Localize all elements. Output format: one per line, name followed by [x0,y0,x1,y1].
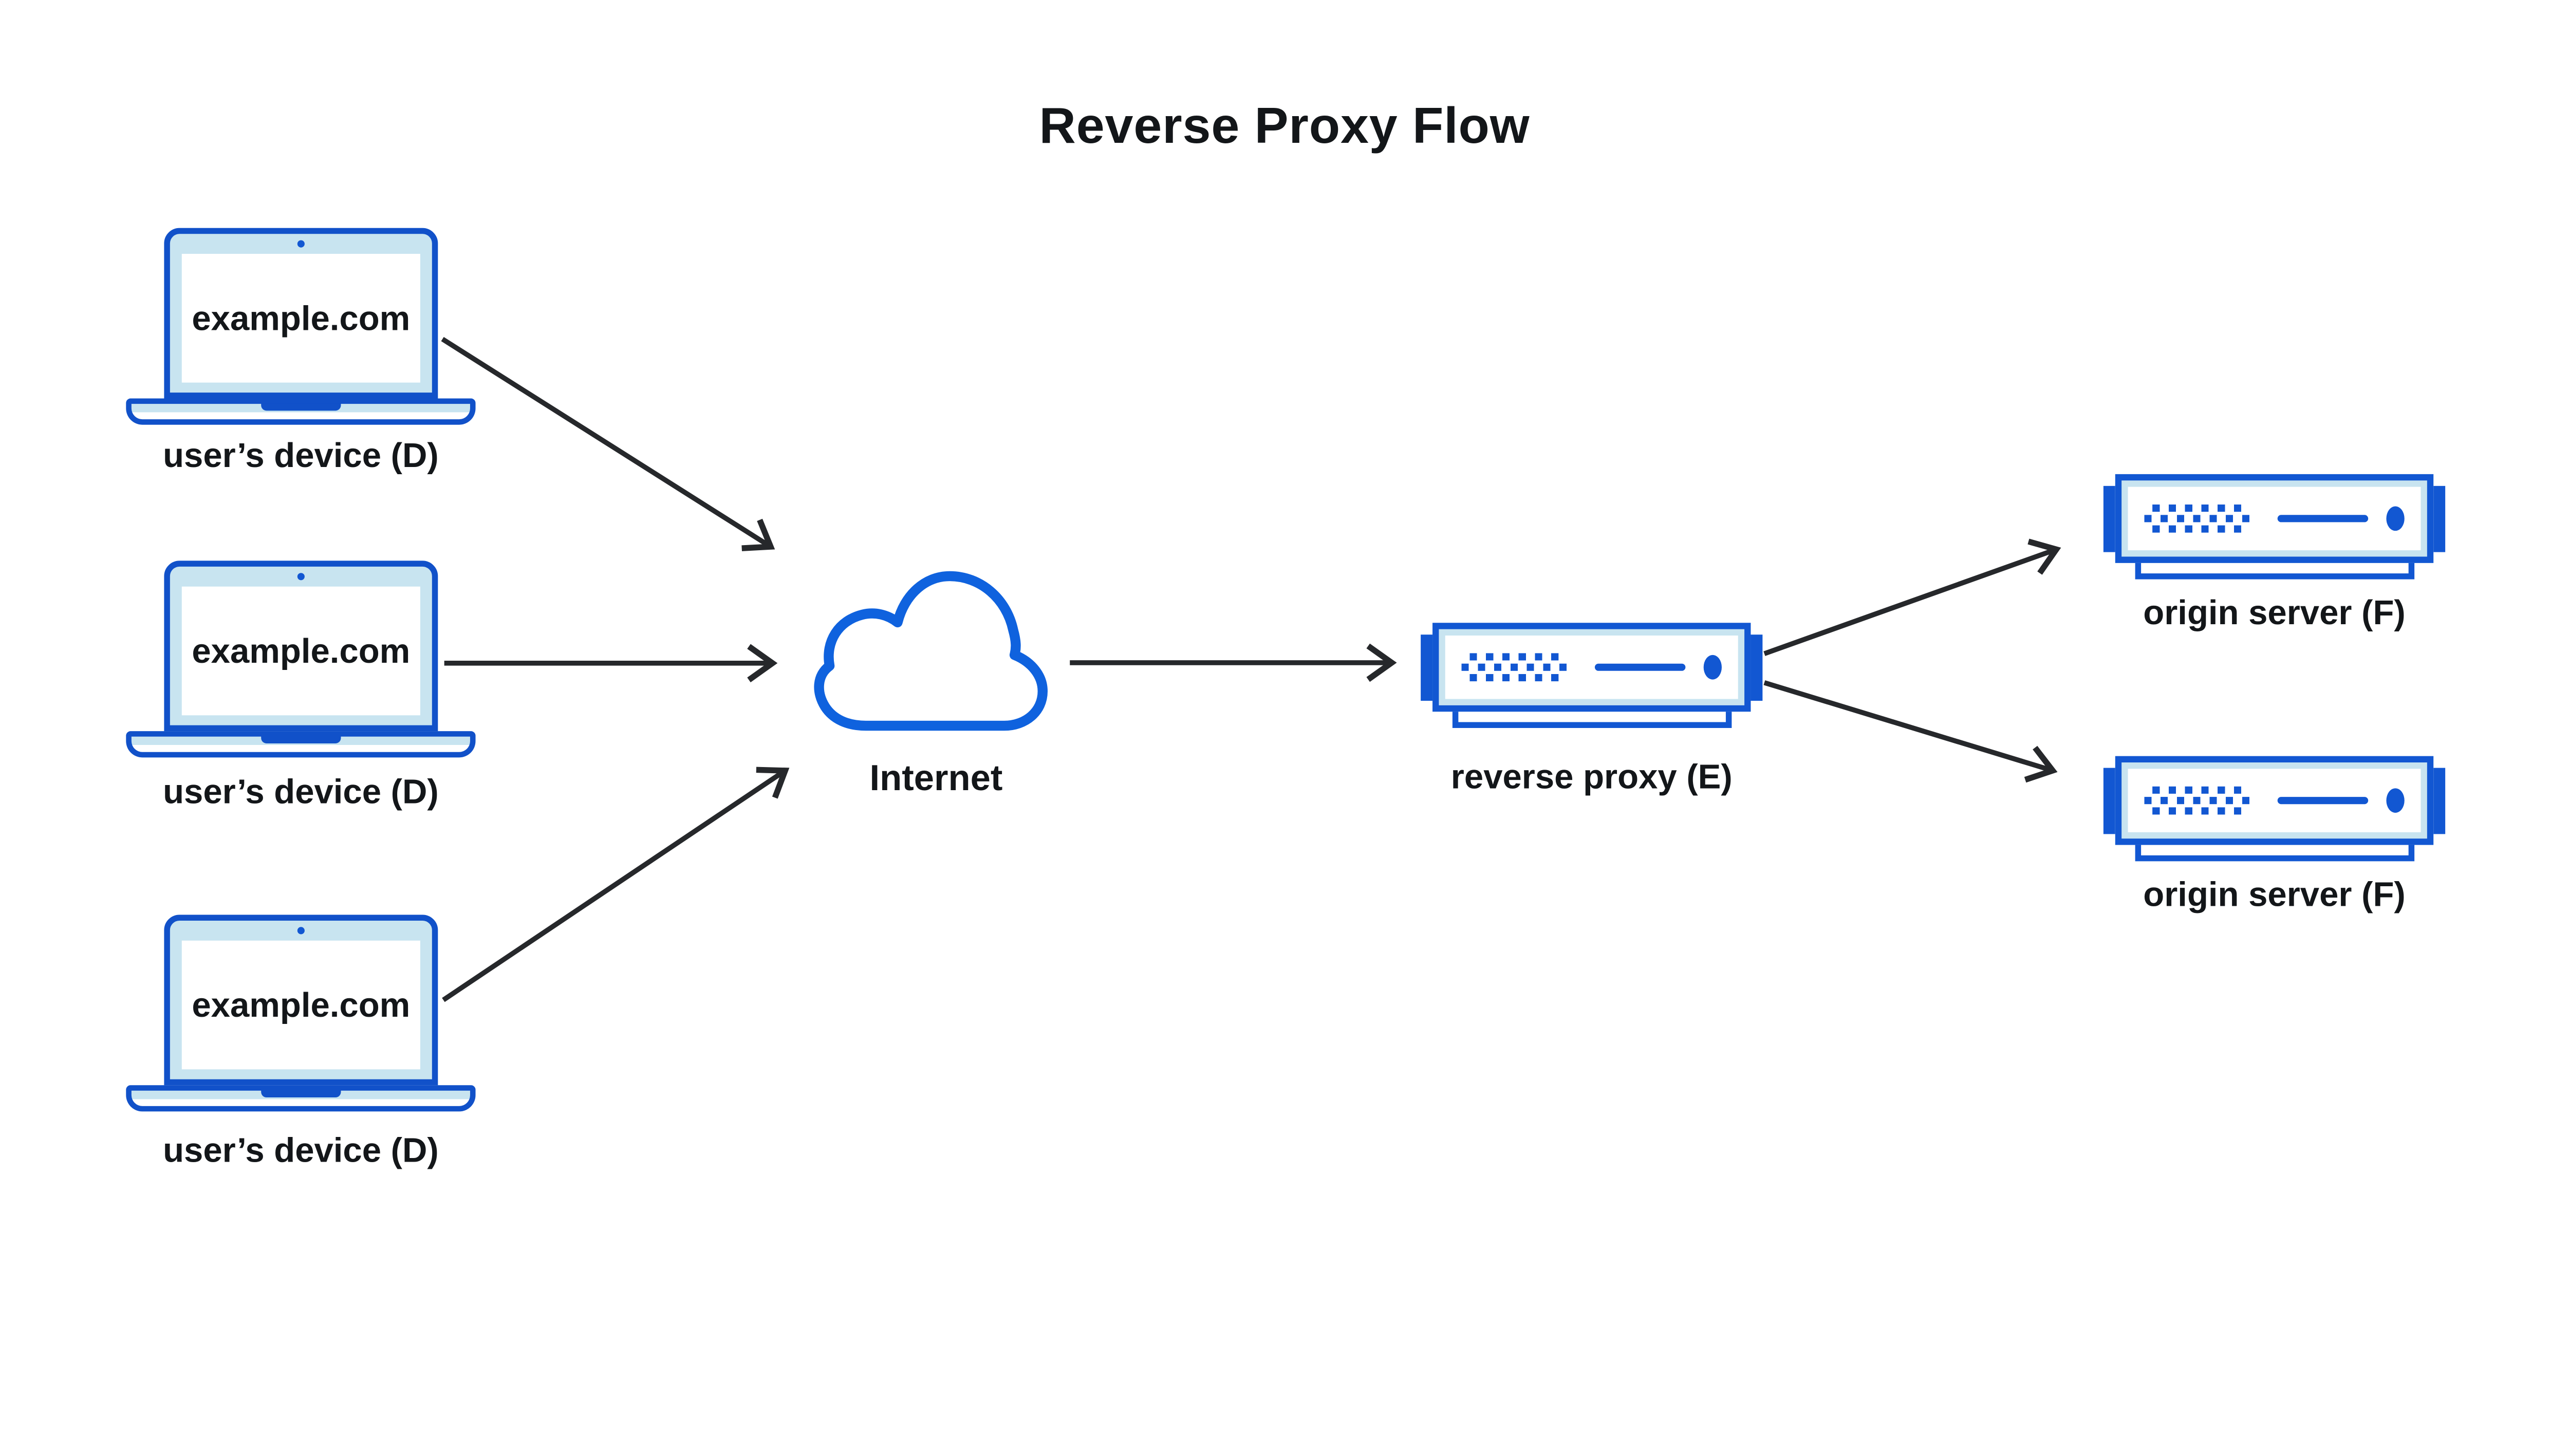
server-vents-pattern [2144,786,2253,815]
laptop-screen-panel: example.com [181,254,420,383]
server-front-panel [1445,635,1738,699]
server-right-mount [2433,486,2446,552]
device-label: user’s device (D) [163,436,439,475]
laptop-icon: example.com [126,228,476,425]
server-slot [2277,515,2369,522]
server-icon [1421,623,1763,728]
server-slot [2277,797,2369,805]
server-vents-pattern [1461,653,1571,682]
laptop-screen: example.com [164,561,438,732]
server-led-dot [2386,788,2405,813]
laptop-screen: example.com [164,228,438,399]
arrow-proxy-to-origin2 [1763,680,2058,783]
server-right-mount [2433,768,2446,834]
laptop-screen: example.com [164,914,438,1086]
laptop-screen-panel: example.com [181,586,420,716]
server-right-mount [1751,634,1763,701]
flow-arrows-layer [441,337,2061,1002]
server-body [1432,623,1751,712]
laptop-base-notch [260,403,341,411]
arrow-device3-to-internet [442,767,790,1002]
server-led-dot [2386,506,2405,531]
server-icon [2103,756,2446,862]
server-left-mount [1421,634,1433,701]
arrow-proxy-to-origin1 [1763,538,2061,656]
diagram-canvas: Reverse Proxy Flow example.com user’s [126,97,2446,1170]
server-front-panel [2128,487,2421,551]
server-front-panel [2128,769,2421,832]
server-vents-pattern [2144,505,2253,533]
page-title: Reverse Proxy Flow [1039,97,1530,154]
laptop-icon: example.com [126,914,476,1112]
laptop-screen-panel: example.com [181,940,420,1070]
laptop-base [126,1085,476,1112]
camera-dot-icon [297,927,305,935]
device-label: user’s device (D) [163,772,439,811]
cloud-icon [814,571,1048,731]
server-left-mount [2103,486,2115,552]
laptop-base [126,731,476,758]
laptop-base [126,398,476,425]
camera-dot-icon [297,240,305,248]
server-body [2115,474,2434,563]
server-led-dot [1703,655,1722,680]
server-icon [2103,474,2446,580]
origin-server-label: origin server (F) [2143,875,2406,914]
camera-dot-icon [297,573,305,581]
device-label: user’s device (D) [163,1131,439,1170]
laptop-icon: example.com [126,561,476,758]
server-left-mount [2103,768,2115,834]
device-screen-text: example.com [192,298,411,338]
laptop-base-notch [260,736,341,743]
server-slot [1594,663,1686,671]
arrow-device1-to-internet [441,337,775,551]
origin-server-label: origin server (F) [2143,593,2406,632]
internet-label: Internet [869,757,1003,798]
device-screen-text: example.com [192,631,411,670]
device-screen-text: example.com [192,985,411,1024]
laptop-base-notch [260,1090,341,1098]
reverse-proxy-label: reverse proxy (E) [1450,757,1733,796]
server-body [2115,756,2434,845]
